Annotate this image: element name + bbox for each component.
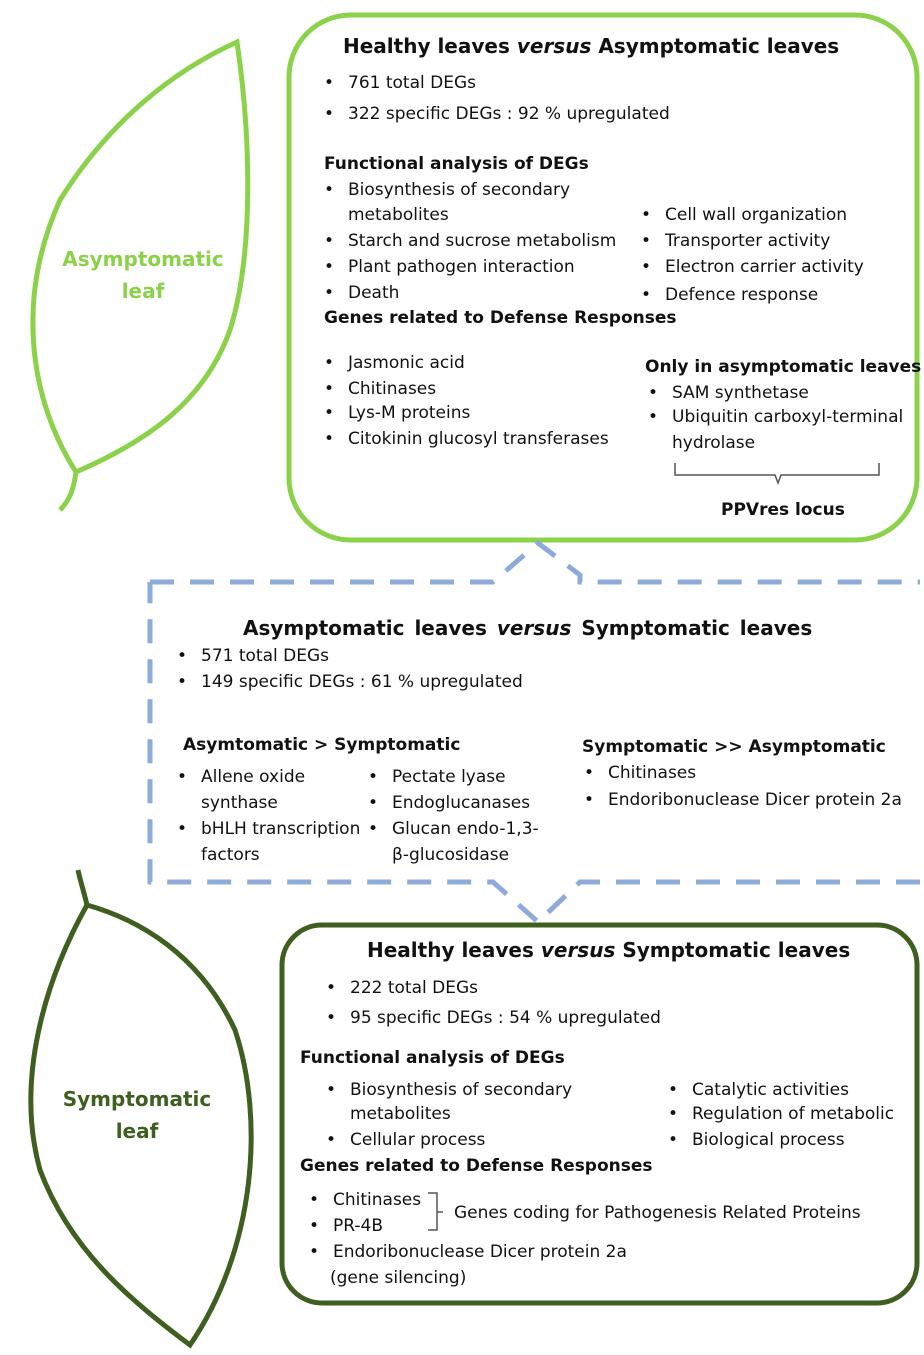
box2-stat-total: 571 total DEGs (177, 646, 329, 666)
box1-func-left-2: Starch and sucrose metabolism (324, 231, 616, 251)
box3-stat-specific: 95 specific DEGs : 54 % upregulated (326, 1008, 661, 1028)
box2-left-col2-3-cont: β-glucosidase (392, 845, 510, 865)
symptomatic-leaf-stem (75, 869, 90, 906)
ppvres-locus-label: PPVres locus (721, 500, 845, 520)
asymptomatic-leaf-stem (58, 471, 79, 512)
asymptomatic-leaf-shape (30, 38, 251, 476)
box1-gene-3: Lys-M proteins (324, 403, 470, 423)
box2-title: Asymptomatic leaves versus Symptomatic l… (243, 616, 813, 640)
box3-gene-3: Endoribonuclease Dicer protein 2a (309, 1242, 627, 1262)
box1-only-1: SAM synthetase (648, 383, 809, 403)
box1-func-right-1: Cell wall organization (641, 205, 847, 225)
box1-func-left-1-cont: metabolites (348, 205, 449, 225)
box3-func-left-2: Cellular process (326, 1130, 485, 1150)
box2-right-heading: Symptomatic >> Asymptomatic (582, 737, 886, 757)
box1-func-right-2: Transporter activity (641, 231, 830, 251)
box3-pr-note: Genes coding for Pathogenesis Related Pr… (454, 1203, 861, 1223)
box1-func-right-4: Defence response (641, 285, 818, 305)
box3-func-right-2: Regulation of metabolic (668, 1104, 894, 1124)
box1-stat-specific: 322 specific DEGs : 92 % upregulated (324, 104, 670, 124)
box1-stat-total: 761 total DEGs (324, 73, 476, 93)
box2-right-2: Endoribonuclease Dicer protein 2a (584, 790, 902, 810)
box1-func-left-1: Biosynthesis of secondary (324, 180, 570, 200)
box1-only-heading: Only in asymptomatic leaves (645, 357, 922, 377)
asymptomatic-leaf-label: Asymptomatic leaf (62, 247, 224, 303)
box1-gene-4: Citokinin glucosyl transferases (324, 429, 609, 449)
box1-gene-2: Chitinases (324, 379, 436, 399)
box3-functional-heading: Functional analysis of DEGs (300, 1048, 565, 1068)
box3-func-left-1-cont: metabolites (350, 1104, 451, 1124)
box1-title: Healthy leaves versus Asymptomatic leave… (343, 34, 840, 58)
box-healthy-vs-asymptomatic (286, 12, 920, 543)
box1-func-left-4: Death (324, 283, 400, 303)
symptomatic-leaf-shape (28, 902, 254, 1349)
box1-only-2: Ubiquitin carboxyl-terminal (648, 407, 903, 427)
box2-left-col2-3: Glucan endo-1,3- (368, 819, 539, 839)
box3-stat-total: 222 total DEGs (326, 978, 478, 998)
box2-left-col1-1: Allene oxide (177, 767, 305, 787)
box3-func-right-1: Catalytic activities (668, 1080, 849, 1100)
box3-gene-1: Chitinases (309, 1190, 421, 1210)
box3-gene-3-cont: (gene silencing) (330, 1268, 467, 1288)
pr-genes-bracket (428, 1192, 443, 1231)
box1-functional-heading: Functional analysis of DEGs (324, 154, 589, 174)
box1-gene-1: Jasmonic acid (324, 353, 465, 373)
box3-title: Healthy leaves versus Symptomatic leaves (367, 938, 851, 962)
box3-genes-heading: Genes related to Defense Responses (300, 1156, 653, 1176)
box2-stat-specific: 149 specific DEGs : 61 % upregulated (177, 672, 523, 692)
box2-left-col2-2: Endoglucanases (368, 793, 530, 813)
symptomatic-leaf-label: Symptomatic leaf (62, 1087, 212, 1143)
box1-func-right-3: Electron carrier activity (641, 257, 864, 277)
box1-genes-heading: Genes related to Defense Responses (324, 308, 677, 328)
box-asymptomatic-vs-symptomatic (147, 539, 920, 926)
box3-func-right-3: Biological process (668, 1130, 845, 1150)
box1-only-2-cont: hydrolase (672, 433, 756, 453)
box2-left-heading: Asymtomatic > Symptomatic (183, 735, 461, 755)
ppvres-locus-bracket (674, 463, 880, 486)
box2-left-col1-1-cont: synthase (201, 793, 278, 813)
box2-right-1: Chitinases (584, 763, 696, 783)
box2-left-col1-2-cont: factors (201, 845, 260, 865)
box3-gene-2: PR-4B (309, 1216, 383, 1236)
box2-left-col2-1: Pectate lyase (368, 767, 506, 787)
box1-func-left-3: Plant pathogen interaction (324, 257, 575, 277)
box2-left-col1-2: bHLH transcription (177, 819, 360, 839)
box3-func-left-1: Biosynthesis of secondary (326, 1080, 572, 1100)
box-healthy-vs-symptomatic (279, 922, 920, 1306)
